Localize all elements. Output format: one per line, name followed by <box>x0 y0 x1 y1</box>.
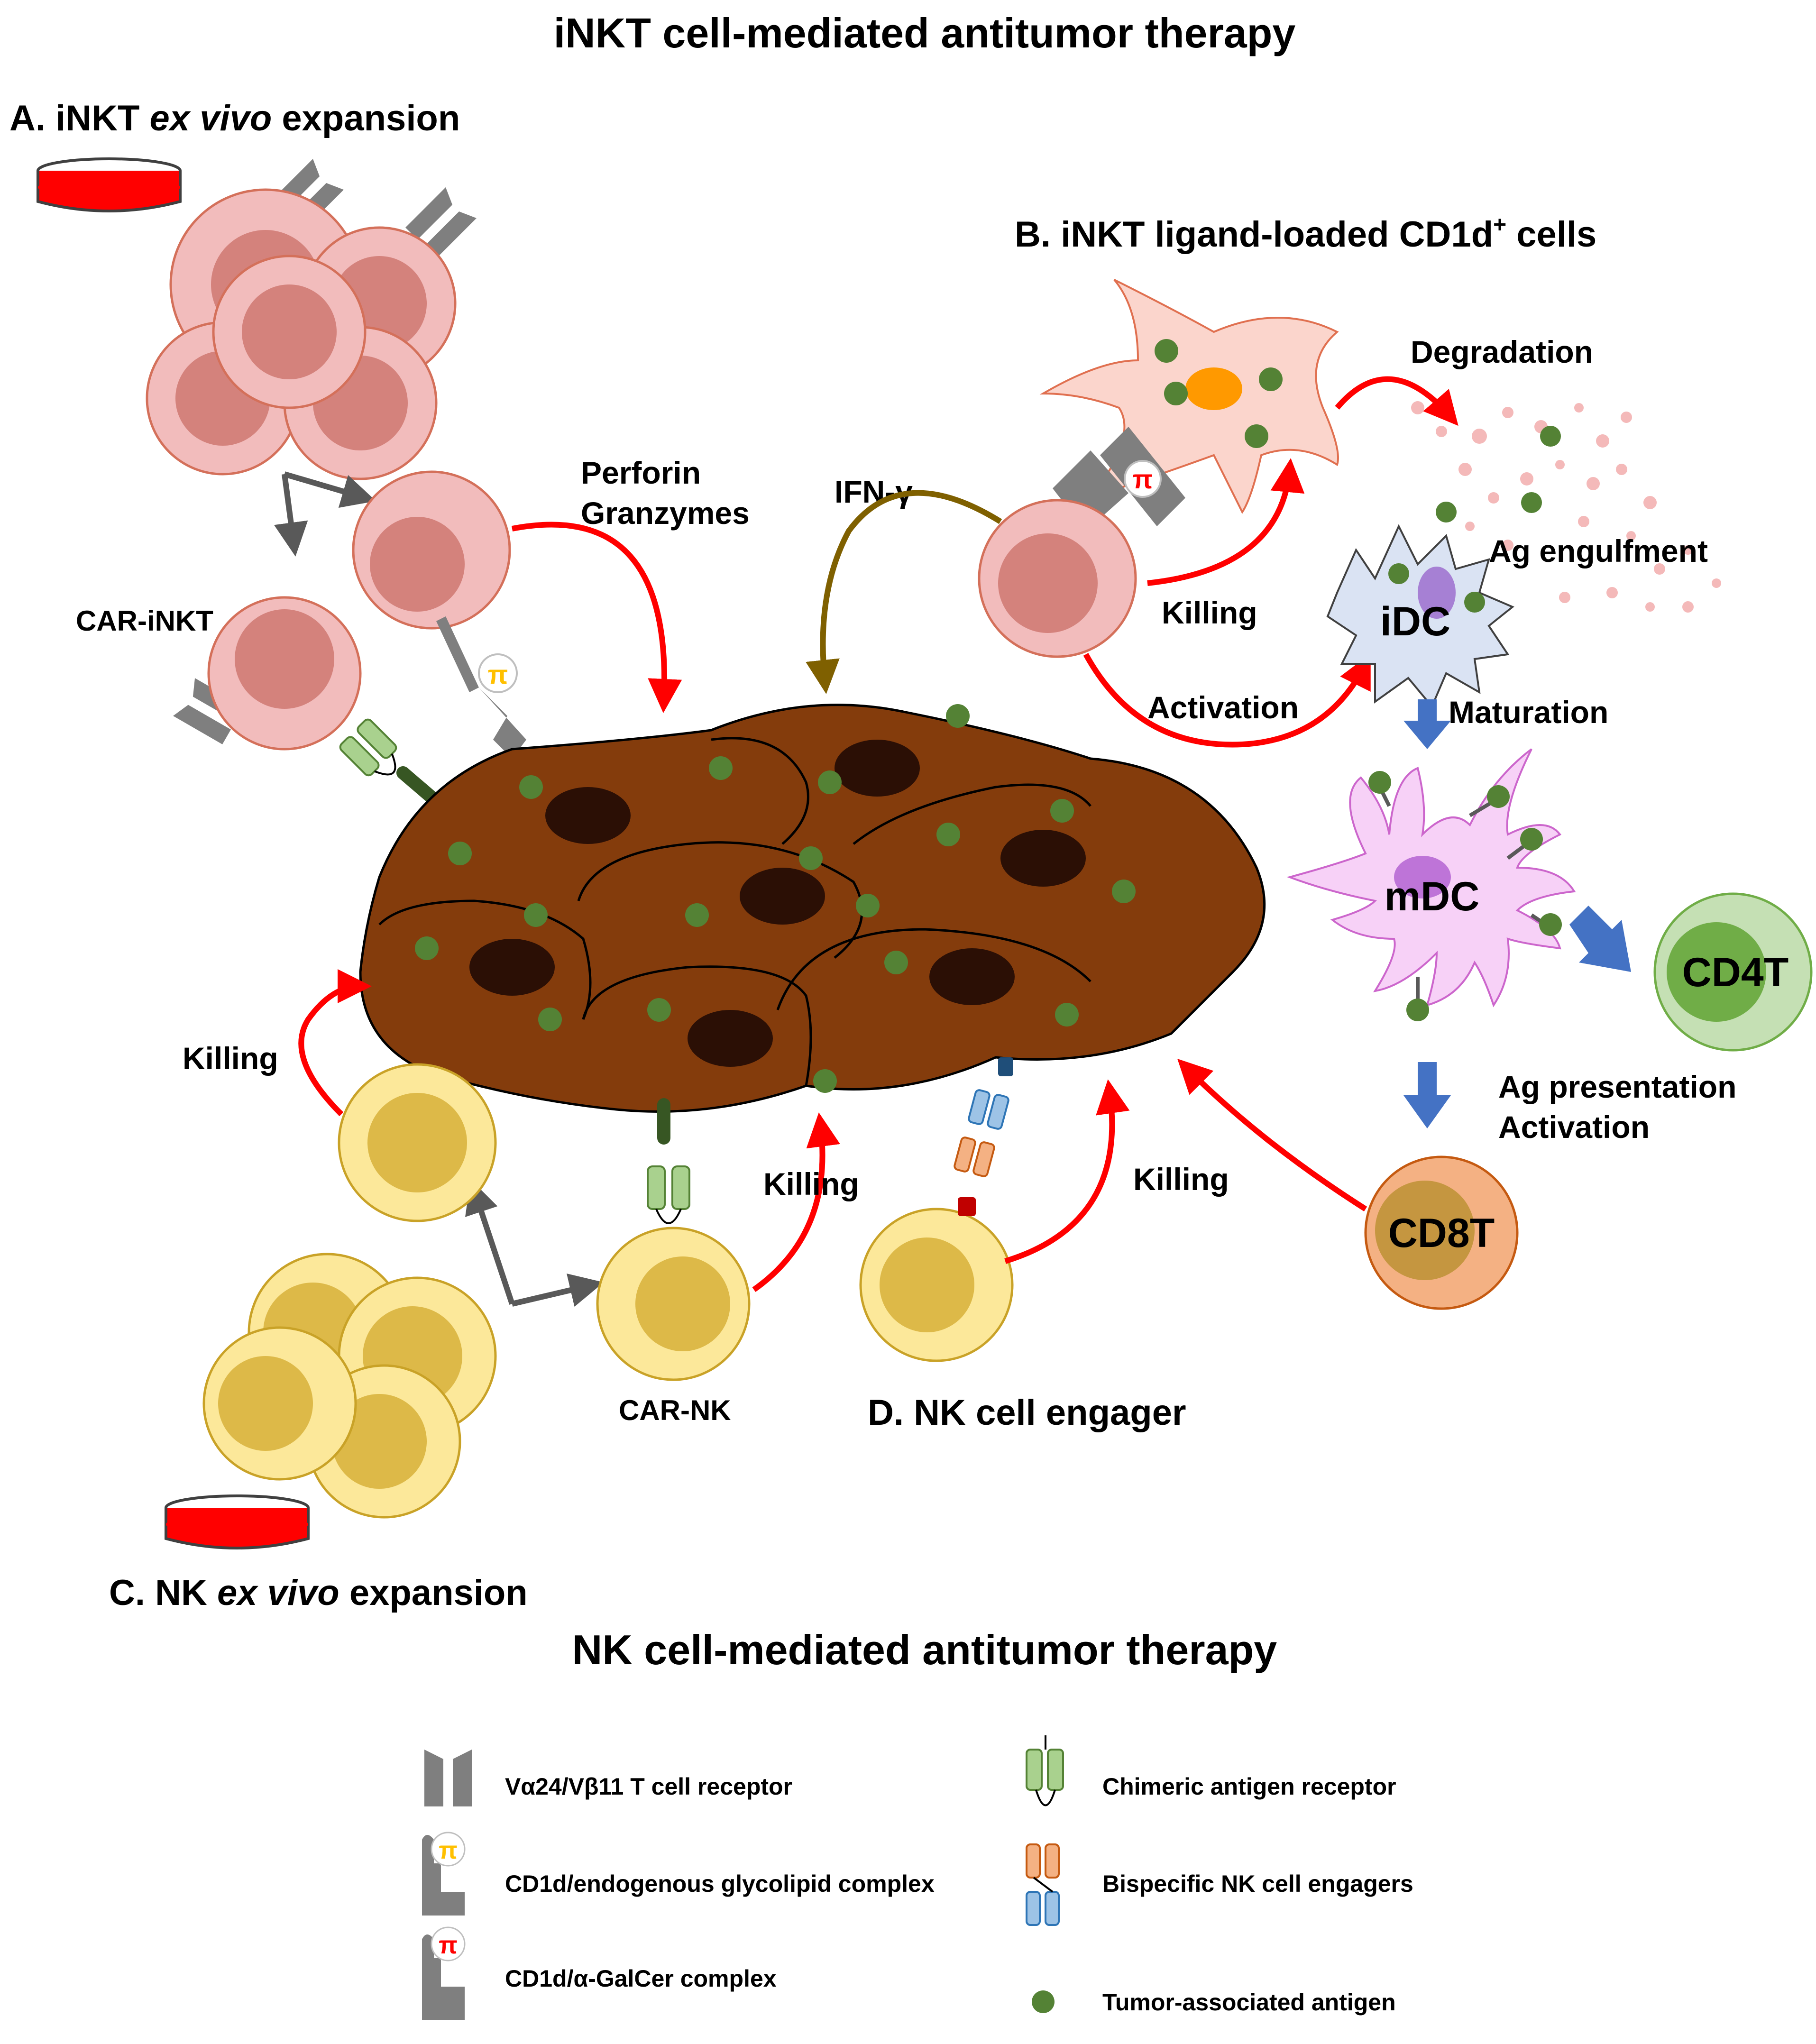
inkt-cell-b <box>978 499 1137 658</box>
degradation-label: Degradation <box>1411 334 1593 369</box>
activation-label: Activation <box>1147 690 1299 725</box>
ag-presentation-label: Ag presentation <box>1498 1069 1736 1104</box>
legend-cd1d-agalcer: CD1d/α-GalCer complex <box>505 1965 777 1992</box>
nk-cell-left <box>338 1063 497 1222</box>
killing-arrow-c <box>298 969 372 1117</box>
panel-c-title: C. NK ex vivo expansion <box>109 1573 528 1613</box>
top-title: iNKT cell-mediated antitumor therapy <box>554 9 1296 56</box>
svg-text:π: π <box>439 1837 458 1864</box>
free-antigen <box>1436 502 1457 522</box>
killing-arrow-b <box>1147 458 1305 586</box>
killing-arrow-car-nk <box>752 1112 840 1292</box>
free-antigen <box>1521 492 1542 513</box>
activation-label-2: Activation <box>1498 1109 1650 1145</box>
cd4-arrow <box>1569 906 1631 972</box>
nk-engager-cell <box>859 1057 1014 1362</box>
car-nk-cell <box>596 1098 751 1381</box>
legend-cd1d-endo: CD1d/endogenous glycolipid complex <box>505 1870 935 1897</box>
mature-dc <box>1286 748 1576 1021</box>
tumor-nucleus <box>469 939 555 996</box>
immature-dc <box>1326 524 1514 708</box>
cd8-t-cell <box>1364 1155 1519 1310</box>
ag-presentation-arrow <box>1403 1062 1451 1128</box>
cd8-killing-arrow <box>1177 1059 1367 1212</box>
inkt-cell-cluster <box>146 159 477 480</box>
nk-cell-cluster <box>202 1253 497 1519</box>
svg-text:π: π <box>439 1932 458 1959</box>
ag-engulfment-label: Ag engulfment <box>1489 533 1708 568</box>
panel-d-title: D. NK cell engager <box>868 1393 1186 1433</box>
tumor-antigens <box>415 704 1136 1093</box>
legend-bike: Bispecific NK cell engagers <box>1102 1870 1413 1897</box>
cd4t-label: CD4T <box>1682 950 1789 995</box>
cd1d-agalcer-legend-icon: π <box>422 1926 466 2020</box>
bike-legend-icon <box>1026 1843 1060 1926</box>
svg-text:π: π <box>1133 464 1153 494</box>
activation-arrow <box>1083 653 1371 748</box>
car-legend-icon <box>1026 1735 1064 1806</box>
bottom-title: NK cell-mediated antitumor therapy <box>572 1626 1277 1673</box>
car-inkt-cell <box>173 596 443 808</box>
degradation-arrow <box>1335 376 1458 426</box>
taa-legend-icon <box>1032 1990 1055 2013</box>
perforin-arrow <box>511 522 682 713</box>
ifn-arrow <box>806 490 1002 694</box>
idc-label: iDC <box>1380 599 1450 644</box>
perforin-label: Perforin <box>581 455 701 490</box>
tumor-nucleus <box>1000 830 1086 887</box>
granzymes-label: Granzymes <box>581 495 750 531</box>
tumor-nucleus <box>835 740 920 797</box>
car-inkt-label: CAR-iNKT <box>76 605 213 637</box>
legend-tcr: Vα24/Vβ11 T cell receptor <box>505 1773 792 1800</box>
petri-dish-inkt-icon <box>37 157 182 212</box>
tumor-mass <box>359 704 1266 1113</box>
tumor-nucleus <box>740 868 825 925</box>
killing-label-c: Killing <box>183 1041 278 1076</box>
killing-label-car-nk: Killing <box>763 1166 859 1201</box>
panel-b-title: B. iNKT ligand-loaded CD1d+ cells <box>1015 212 1596 255</box>
tcr-legend-icon <box>424 1750 472 1806</box>
inkt-effector-cell: π <box>352 470 526 759</box>
degradation-debris <box>1411 401 1721 613</box>
mdc-label: mDC <box>1385 874 1480 919</box>
tumor-nucleus <box>545 787 631 844</box>
cd8t-label: CD8T <box>1388 1210 1495 1256</box>
legend-car: Chimeric antigen receptor <box>1102 1773 1396 1800</box>
killing-label-b: Killing <box>1162 595 1257 630</box>
killing-label-d: Killing <box>1133 1162 1229 1197</box>
car-nk-label: CAR-NK <box>619 1394 731 1426</box>
svg-text:π: π <box>488 660 508 689</box>
cd1d-endo-legend-icon: π <box>422 1832 466 1916</box>
cd1d-dendritic-cell <box>1039 279 1339 514</box>
expansion-arrows-inkt <box>274 471 376 557</box>
panel-a-title: A. iNKT ex vivo expansion <box>9 98 460 138</box>
cd4-t-cell <box>1653 892 1813 1052</box>
maturation-label: Maturation <box>1449 695 1608 730</box>
maturation-arrow <box>1403 699 1451 749</box>
tumor-nucleus <box>688 1010 773 1067</box>
free-antigen <box>1540 426 1561 447</box>
legend: Vα24/Vβ11 T cell receptor π CD1d/endogen… <box>422 1735 1413 2020</box>
expansion-arrows-nk <box>465 1179 604 1307</box>
killing-arrow-d <box>1004 1079 1130 1264</box>
tumor-nucleus <box>929 948 1015 1005</box>
petri-dish-nk-icon <box>165 1494 310 1549</box>
legend-taa: Tumor-associated antigen <box>1102 1989 1396 2016</box>
